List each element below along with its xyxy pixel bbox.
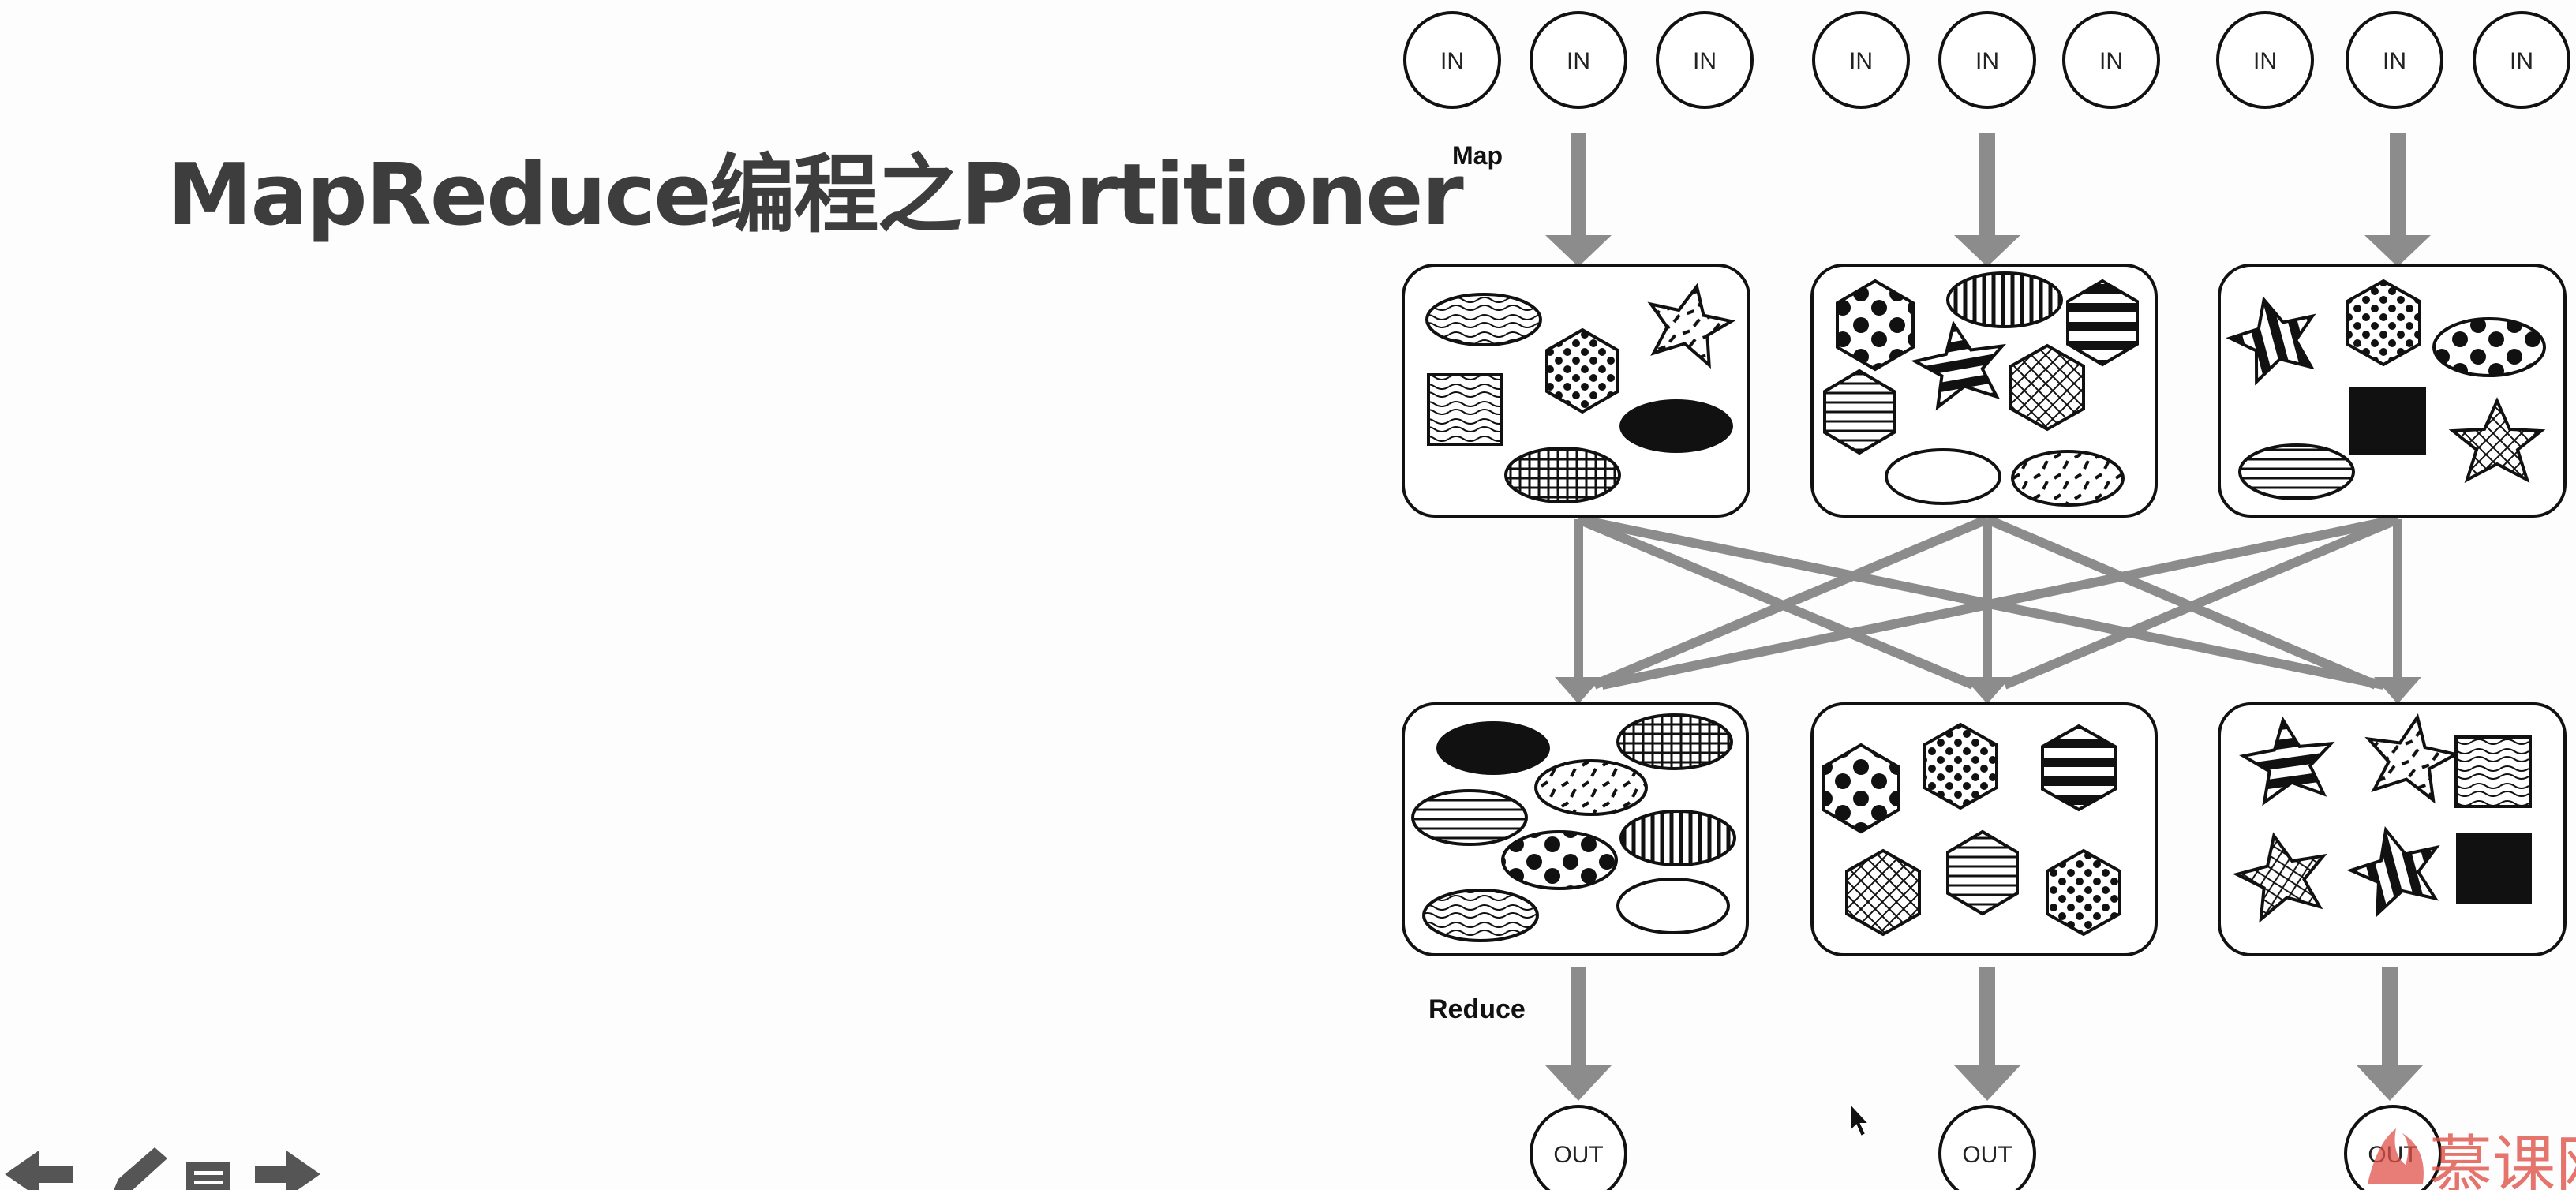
input-node-label: IN — [2510, 48, 2533, 74]
shape-bigdot-hexagon — [1822, 743, 1900, 834]
input-node-label: IN — [1440, 48, 1464, 74]
shuffle-arrows — [1574, 515, 2402, 690]
output-nodes: OUT OUT OUT — [1530, 1105, 2442, 1190]
reduce-arrow — [1954, 967, 2020, 1101]
mapper-box-3 — [2218, 264, 2567, 518]
input-node: IN — [2473, 11, 2570, 109]
shape-wavy-square — [2454, 735, 2532, 808]
slide-title: MapReduce编程之Partitioner — [167, 146, 1464, 245]
input-node-label: IN — [2099, 48, 2123, 74]
shape-vstripe-ellipse — [1946, 271, 2063, 328]
input-group-3: IN IN IN — [2216, 11, 2570, 109]
output-node-label: OUT — [1962, 1142, 2012, 1168]
output-node: OUT — [1530, 1105, 1627, 1190]
input-node: IN — [2062, 11, 2160, 109]
shape-bigdot-ellipse — [1501, 830, 1618, 890]
shape-vstripe-star — [2346, 825, 2440, 918]
input-node: IN — [2346, 11, 2443, 109]
shape-striped-star — [2239, 716, 2335, 806]
shape-solid-ellipse — [1619, 399, 1733, 453]
shape-wavy-square — [1427, 373, 1503, 446]
input-node-label: IN — [1693, 48, 1717, 74]
reduce-arrow — [2357, 967, 2423, 1101]
shape-dotted-hexagon — [2046, 848, 2121, 937]
shape-solid-square — [2456, 833, 2532, 904]
map-arrow — [2364, 133, 2431, 267]
input-group-2: IN IN IN — [1812, 11, 2160, 109]
slide-toolbar — [0, 1143, 331, 1190]
shape-vstripe-ellipse — [1619, 810, 1736, 866]
mapper-box-1 — [1402, 264, 1750, 518]
shape-wavy-ellipse — [1425, 293, 1542, 346]
input-node-label: IN — [2253, 48, 2277, 74]
output-node: OUT — [1938, 1105, 2036, 1190]
shape-vstripe-star — [2226, 296, 2316, 386]
map-label: Map — [1452, 141, 1503, 170]
reducer-box-1 — [1402, 702, 1749, 956]
shuffle-arrowheads — [1555, 677, 2421, 704]
shape-dashed-ellipse — [1534, 759, 1648, 816]
shape-dashed-star — [1647, 283, 1736, 369]
watermark-logo: 慕课网 — [2368, 1128, 2576, 1190]
shape-dashed-star — [2364, 713, 2461, 804]
map-arrows — [1545, 133, 2431, 267]
input-node: IN — [1403, 11, 1501, 109]
shape-striped-star — [1911, 320, 2007, 411]
shape-grid-ellipse — [1616, 713, 1733, 770]
shape-bigstripe-hexagon — [2041, 724, 2117, 812]
shape-hstripe-ellipse — [1411, 789, 1528, 846]
reduce-label: Reduce — [1428, 994, 1526, 1024]
shape-dotted-hexagon — [1923, 722, 1998, 810]
mouse-cursor-icon — [1849, 1101, 1871, 1138]
page-icon[interactable] — [186, 1162, 230, 1190]
input-node: IN — [1812, 11, 1910, 109]
map-arrow — [1954, 133, 2020, 267]
shape-bigstripe-hexagon — [2066, 279, 2139, 367]
shape-wavy-ellipse — [1422, 889, 1539, 942]
shape-dotted-hexagon — [1545, 327, 1619, 414]
shape-bigdot-hexagon — [1836, 279, 1915, 372]
input-node: IN — [1656, 11, 1754, 109]
reduce-arrow — [1545, 967, 1612, 1101]
arrow-right-icon[interactable] — [255, 1151, 320, 1190]
shape-crosshatch-hexagon — [2009, 343, 2085, 432]
shape-hstripe-hexagon — [1946, 829, 2019, 916]
pencil-icon[interactable] — [110, 1147, 167, 1190]
watermark-text: 慕课网 — [2429, 1128, 2576, 1190]
mapper-box-2 — [1810, 264, 2158, 518]
input-node: IN — [1938, 11, 2036, 109]
input-node-label: IN — [2383, 48, 2406, 74]
output-node-label: OUT — [1553, 1142, 1603, 1168]
shape-solid-square — [2349, 387, 2426, 455]
shape-crosshatch-hexagon — [1845, 848, 1921, 937]
shape-dotted-hexagon — [2346, 279, 2421, 367]
shape-crosshatch-star — [2448, 397, 2546, 484]
shape-grid-ellipse — [1504, 447, 1621, 503]
input-node-label: IN — [1975, 48, 1999, 74]
input-node: IN — [2216, 11, 2314, 109]
shape-solid-ellipse — [1436, 721, 1550, 775]
shape-white-ellipse — [1616, 878, 1730, 934]
shape-hstripe-ellipse — [2238, 443, 2355, 500]
shape-crosshatch-star — [2232, 832, 2327, 923]
input-node-label: IN — [1849, 48, 1873, 74]
shape-hstripe-hexagon — [1823, 369, 1896, 455]
shape-bigdot-ellipse — [2432, 317, 2546, 377]
input-nodes: IN IN IN IN IN IN IN IN IN — [1403, 11, 2570, 109]
reducer-box-3 — [2218, 702, 2567, 956]
input-node-label: IN — [1567, 48, 1590, 74]
shape-dashed-ellipse — [2011, 450, 2125, 507]
reduce-arrows — [1545, 967, 2423, 1101]
map-arrow — [1545, 133, 1612, 267]
shape-white-ellipse — [1885, 448, 2001, 505]
input-node: IN — [1530, 11, 1627, 109]
arrow-left-icon[interactable] — [5, 1151, 73, 1190]
input-group-1: IN IN IN — [1403, 11, 1754, 109]
reducer-box-2 — [1810, 702, 2158, 956]
